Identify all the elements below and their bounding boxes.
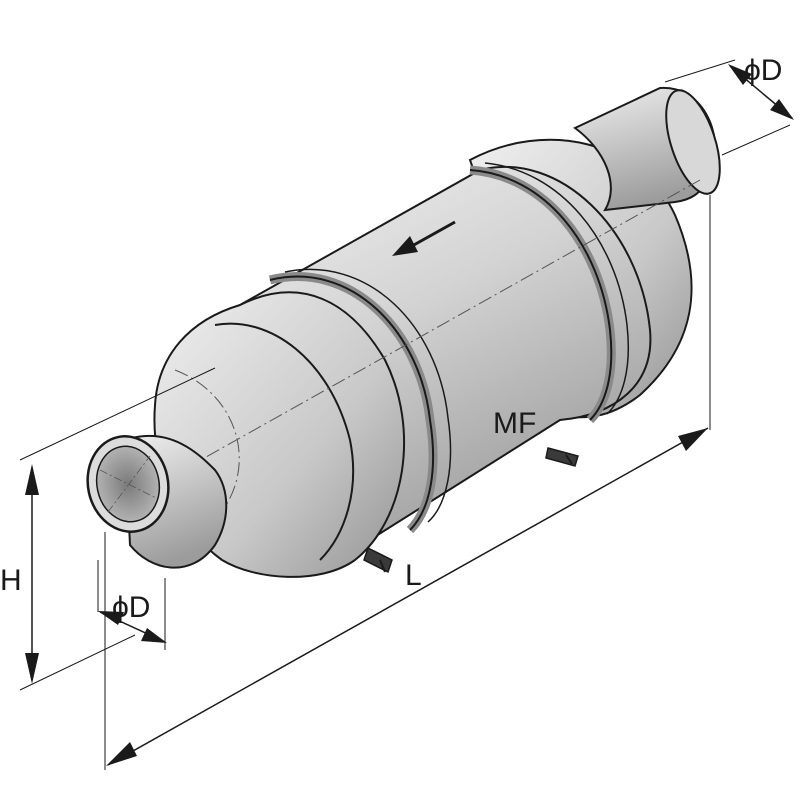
dimension-inlet-diameter (98, 611, 167, 643)
label-body-marking: MF (493, 407, 536, 440)
outlet-pipe (573, 86, 721, 212)
dimension-height (25, 464, 39, 684)
label-length: L (405, 559, 422, 592)
front-cap-seam (214, 322, 355, 561)
mounting-bracket-rear (545, 447, 579, 467)
center-axis-line (164, 179, 701, 481)
dimension-length (106, 427, 709, 766)
inlet-pipe (86, 434, 228, 569)
label-height: H (0, 564, 22, 597)
flow-direction-arrow (392, 220, 456, 256)
weld-seam-band-front (268, 268, 452, 534)
label-inlet-diameter: ϕD (112, 591, 150, 624)
outlet-pipe-opening (665, 89, 721, 195)
weld-seam-band-rear (469, 162, 630, 424)
mounting-bracket-front (363, 546, 393, 574)
label-outlet-diameter: ϕD (744, 54, 782, 87)
dimension-outlet-diameter (728, 64, 794, 120)
center-axis-line-cap (174, 369, 240, 521)
extension-lines (19, 59, 791, 770)
